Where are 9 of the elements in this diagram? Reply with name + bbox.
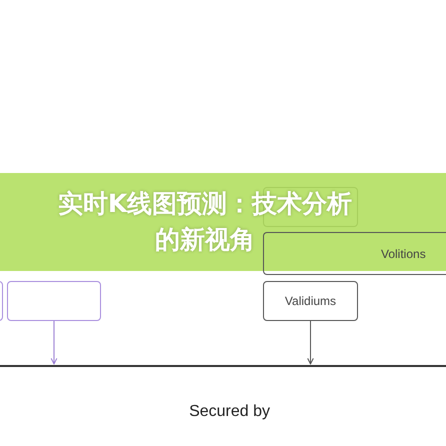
base-line: [0, 365, 446, 367]
empty-box: [7, 281, 101, 321]
box-label: Validiums: [284, 294, 336, 308]
arrow: [50, 320, 58, 364]
footer-text: Secured by: [188, 403, 270, 421]
label-box: [263, 281, 358, 321]
title: 实时K线图预测：技术分析的新视角: [56, 188, 354, 256]
arrow: [307, 320, 314, 364]
box-label: Volitions: [381, 246, 426, 260]
